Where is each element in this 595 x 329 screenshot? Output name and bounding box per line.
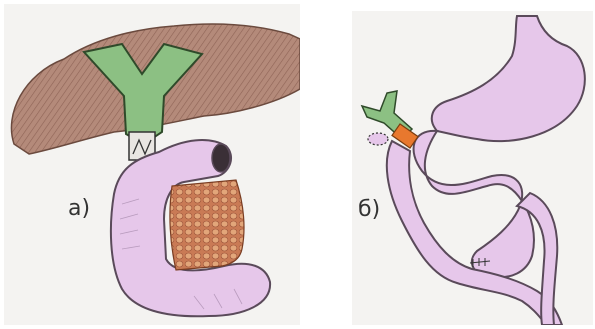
intestine-limb — [387, 141, 562, 325]
stomach-shape — [432, 16, 585, 141]
panel-a-label: а) — [68, 198, 90, 220]
panel-a — [4, 4, 300, 325]
intestine-open-end — [212, 144, 230, 172]
opened-mucosa — [170, 180, 244, 270]
panel-b — [352, 11, 593, 325]
suture-ring — [368, 133, 388, 145]
panel-b-label: б) — [358, 199, 380, 221]
panel-a-drawing — [4, 4, 300, 325]
panel-b-drawing — [352, 11, 593, 325]
